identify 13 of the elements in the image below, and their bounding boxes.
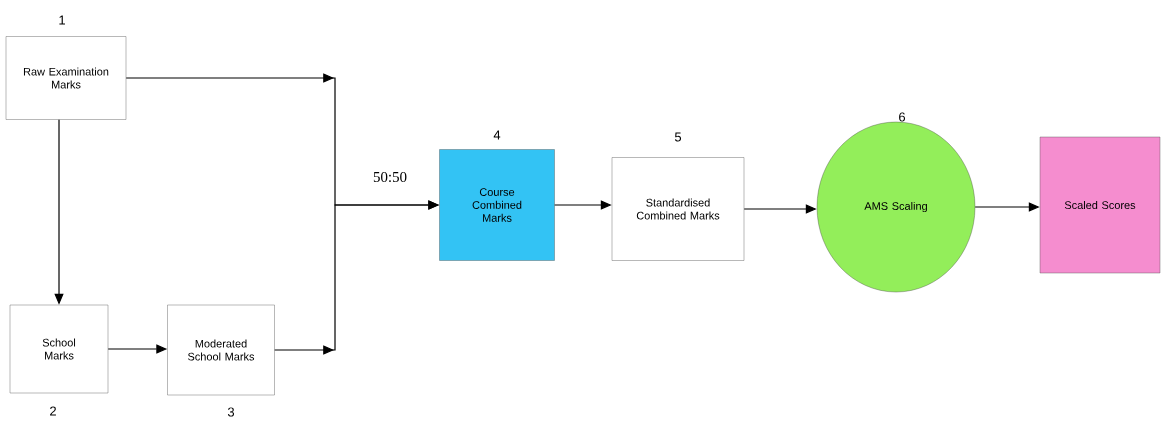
step-number: 1	[59, 15, 65, 25]
process-box: Scaled Scores	[1039, 136, 1161, 274]
edge-label: 50:50	[373, 171, 407, 183]
process-box: Standardised Combined Marks	[611, 157, 745, 261]
process-box: School Marks	[9, 304, 109, 394]
process-box: Course Combined Marks	[439, 149, 555, 261]
process-box: Raw Examination Marks	[5, 36, 127, 120]
step-number: 6	[899, 112, 906, 122]
step-number: 3	[227, 407, 235, 417]
step-number: 5	[674, 132, 682, 142]
process-box: Moderated School Marks	[167, 304, 275, 396]
step-number: 4	[493, 130, 501, 140]
step-number: 2	[50, 406, 56, 416]
